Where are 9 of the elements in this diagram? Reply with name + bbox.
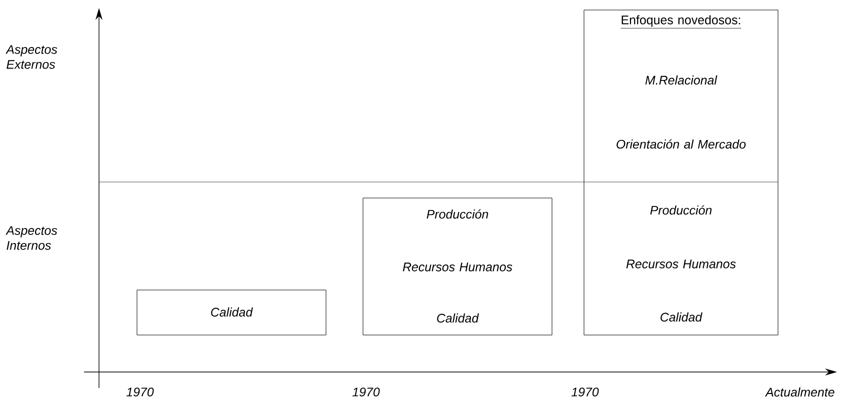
year-label: 1970 <box>126 388 154 396</box>
axis-label: Aspectos Externos <box>6 45 58 69</box>
axis-label: Aspectos Internos <box>6 226 58 250</box>
text-box: Enfoques novedosos: M.Relacional Orientación al Mercado Producción Recursos Humanos Calidad <box>584 10 778 336</box>
year-label: 1970 <box>571 388 599 396</box>
year-label: 1970 <box>352 388 380 396</box>
text-box: Producción Recursos Humanos Calidad <box>362 198 552 336</box>
axis-label: Actualmente <box>764 387 834 397</box>
text-box: Calidad <box>136 290 326 336</box>
